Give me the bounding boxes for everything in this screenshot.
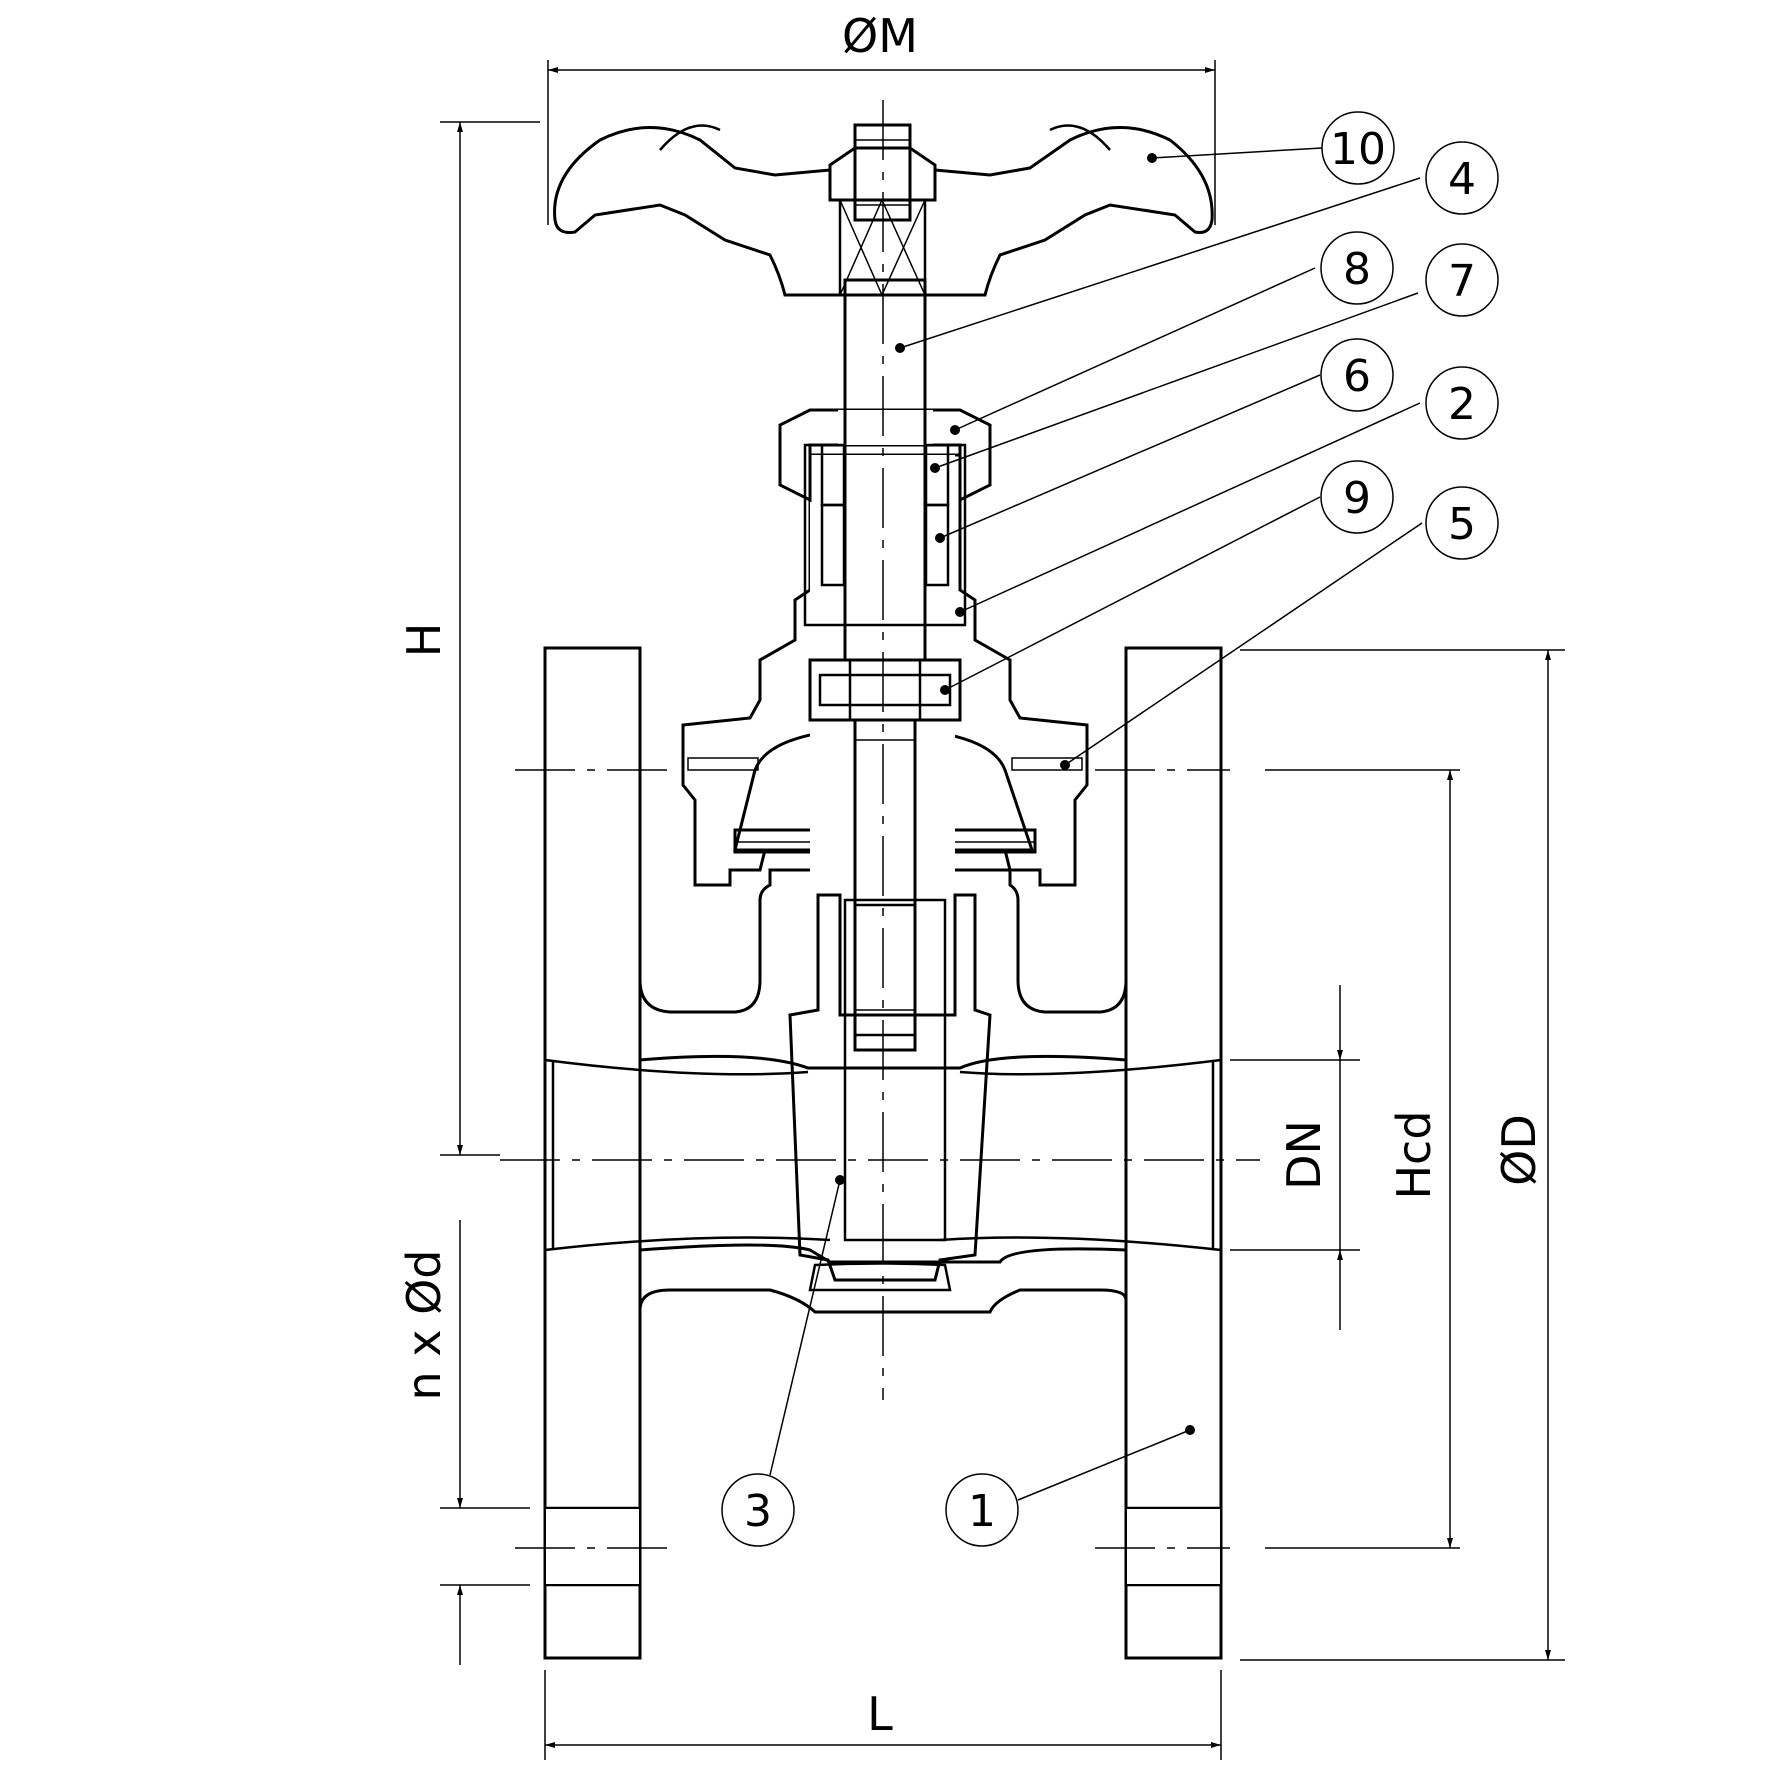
callout-6: 6: [1320, 338, 1394, 412]
dim-bolt-holes: n x Ød: [397, 1249, 451, 1400]
callout-leaders: [769, 147, 1423, 1501]
svg-text:2: 2: [1448, 379, 1476, 430]
svg-text:7: 7: [1448, 256, 1476, 307]
dim-nominal-diameter: DN: [1277, 1120, 1331, 1190]
dimension-lines: [440, 60, 1565, 1760]
callout-7: 7: [1425, 243, 1499, 317]
callout-9: 9: [1320, 460, 1394, 534]
dim-face-to-face: L: [867, 1687, 893, 1741]
callout-4: 4: [1425, 141, 1499, 215]
valve-body: [543, 646, 1223, 1660]
valve-stem: [843, 278, 927, 1052]
callout-5: 5: [1425, 486, 1499, 560]
svg-text:4: 4: [1448, 154, 1476, 205]
dim-handwheel-diameter: ØM: [842, 9, 918, 63]
valve-wedge: [788, 893, 992, 1292]
center-lines: [500, 100, 1260, 1549]
svg-text:10: 10: [1330, 124, 1386, 175]
callout-10: 10: [1321, 111, 1395, 185]
valve-bonnet: [681, 408, 1089, 915]
callout-3: 3: [721, 1473, 795, 1547]
svg-text:6: 6: [1343, 351, 1371, 402]
callout-2: 2: [1425, 366, 1499, 440]
callout-8: 8: [1320, 231, 1394, 305]
svg-text:9: 9: [1343, 473, 1371, 524]
dim-bolt-circle: Hcd: [1387, 1110, 1441, 1199]
dim-height: H: [397, 623, 451, 658]
callout-1: 1: [945, 1473, 1019, 1547]
svg-text:3: 3: [744, 1486, 772, 1537]
dim-flange-diameter: ØD: [1492, 1114, 1546, 1186]
svg-text:5: 5: [1448, 499, 1476, 550]
svg-text:8: 8: [1343, 244, 1371, 295]
svg-text:1: 1: [968, 1486, 996, 1537]
